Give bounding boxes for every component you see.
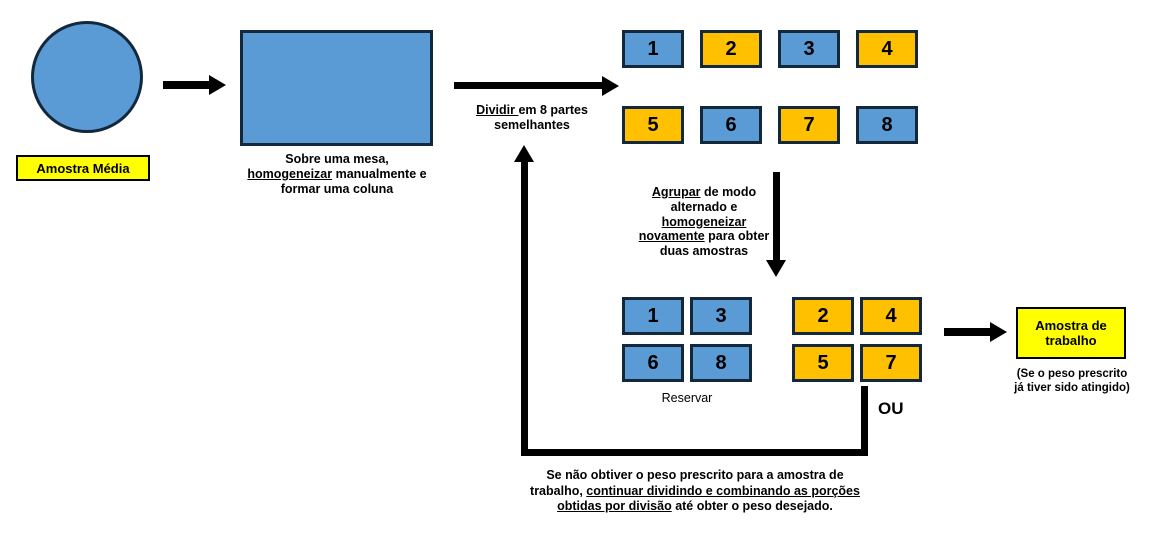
amostra-trabalho-note: (Se o peso prescrito já tiver sido ating… bbox=[1006, 368, 1138, 395]
part-box-5: 5 bbox=[622, 106, 684, 144]
loop-note-line3-rest: até obter o peso desejado. bbox=[671, 499, 833, 514]
amostra-trabalho-line2: trabalho bbox=[1045, 333, 1097, 348]
part-box-8: 8 bbox=[856, 106, 918, 144]
arrow-result-head bbox=[990, 322, 1007, 342]
group-step-agrupar: Agrupar bbox=[651, 185, 701, 199]
amostra-media-circle bbox=[31, 21, 143, 133]
pile-caption-line1: Sobre uma mesa, bbox=[285, 152, 389, 166]
group-step-label: Agrupar de modo alternado e homogeneizar… bbox=[614, 185, 794, 259]
part-box-7: 7 bbox=[778, 106, 840, 144]
arrow-divide-line bbox=[454, 82, 606, 89]
loop-right-vertical bbox=[861, 386, 868, 456]
reserve-box-1: 1 bbox=[622, 297, 684, 335]
group-step-line1: Agrupar de modo bbox=[614, 185, 794, 200]
arrow-circle-to-pile-line bbox=[163, 81, 211, 89]
loop-note-line3: obtidas por divisão até obter o peso des… bbox=[503, 499, 887, 515]
reserve-box-8: 8 bbox=[690, 344, 752, 382]
work-box-4: 4 bbox=[860, 297, 922, 335]
part-box-3: 3 bbox=[778, 30, 840, 68]
arrow-circle-to-pile-head bbox=[209, 75, 226, 95]
pile-rectangle bbox=[240, 30, 433, 146]
reserve-group-caption: Reservar bbox=[661, 391, 713, 405]
amostra-trabalho-note-line2: já tiver sido atingido) bbox=[1014, 381, 1130, 394]
group-step-line4-rest: para obter bbox=[704, 229, 770, 244]
amostra-trabalho-note-line1: (Se o peso prescrito bbox=[1016, 368, 1128, 380]
loop-note: Se não obtiver o peso prescrito para a a… bbox=[503, 468, 887, 515]
pile-caption-line2: homogeneizar manualmente e bbox=[245, 167, 429, 182]
loop-note-line1: Se não obtiver o peso prescrito para a a… bbox=[546, 468, 844, 482]
loop-arrow-up-head bbox=[514, 145, 534, 162]
group-step-novamente: novamente bbox=[638, 229, 705, 244]
pile-caption-homogeneizar: homogeneizar bbox=[247, 166, 333, 181]
work-box-2: 2 bbox=[792, 297, 854, 335]
loop-note-line2-underlined: continuar dividindo e combinando as porç… bbox=[586, 483, 860, 498]
work-box-7: 7 bbox=[860, 344, 922, 382]
loop-note-line2: trabalho, continuar dividindo e combinan… bbox=[503, 484, 887, 500]
divide-step-line2: semelhantes bbox=[494, 117, 570, 132]
loop-bottom-horizontal bbox=[521, 449, 868, 456]
part-box-4: 4 bbox=[856, 30, 918, 68]
divide-step-line1: Dividir em 8 partes bbox=[452, 103, 612, 118]
group-step-line4: novamente para obter bbox=[614, 229, 794, 244]
amostra-trabalho-box: Amostra de trabalho bbox=[1016, 307, 1126, 359]
group-step-line1-rest: de modo bbox=[700, 185, 757, 199]
pile-caption: Sobre uma mesa, homogeneizar manualmente… bbox=[245, 152, 429, 196]
arrow-result-line bbox=[944, 328, 992, 336]
arrow-group-down-head bbox=[766, 260, 786, 277]
pile-caption-line3: formar uma coluna bbox=[280, 181, 394, 196]
arrow-group-down-line bbox=[773, 172, 780, 264]
group-step-line3: homogeneizar bbox=[661, 214, 747, 229]
loop-note-line3-underlined: obtidas por divisão bbox=[557, 499, 672, 514]
divide-step-dividir: Dividir bbox=[476, 103, 519, 117]
reserve-box-6: 6 bbox=[622, 344, 684, 382]
reserve-box-3: 3 bbox=[690, 297, 752, 335]
amostra-media-label: Amostra Média bbox=[16, 155, 150, 181]
work-box-5: 5 bbox=[792, 344, 854, 382]
group-step-line5: duas amostras bbox=[659, 244, 749, 258]
amostra-trabalho-line1: Amostra de bbox=[1035, 318, 1107, 333]
ou-label: OU bbox=[878, 399, 904, 418]
loop-note-line2-pre: trabalho, bbox=[530, 483, 587, 498]
divide-step-label: Dividir em 8 partes semelhantes bbox=[452, 103, 612, 133]
arrow-divide-head bbox=[602, 76, 619, 96]
part-box-2: 2 bbox=[700, 30, 762, 68]
part-box-1: 1 bbox=[622, 30, 684, 68]
group-step-line2: alternado e bbox=[670, 199, 738, 214]
part-box-6: 6 bbox=[700, 106, 762, 144]
divide-step-line1-rest: em 8 partes bbox=[518, 103, 588, 117]
loop-left-vertical bbox=[521, 160, 528, 456]
pile-caption-line2-rest: manualmente e bbox=[332, 166, 427, 181]
